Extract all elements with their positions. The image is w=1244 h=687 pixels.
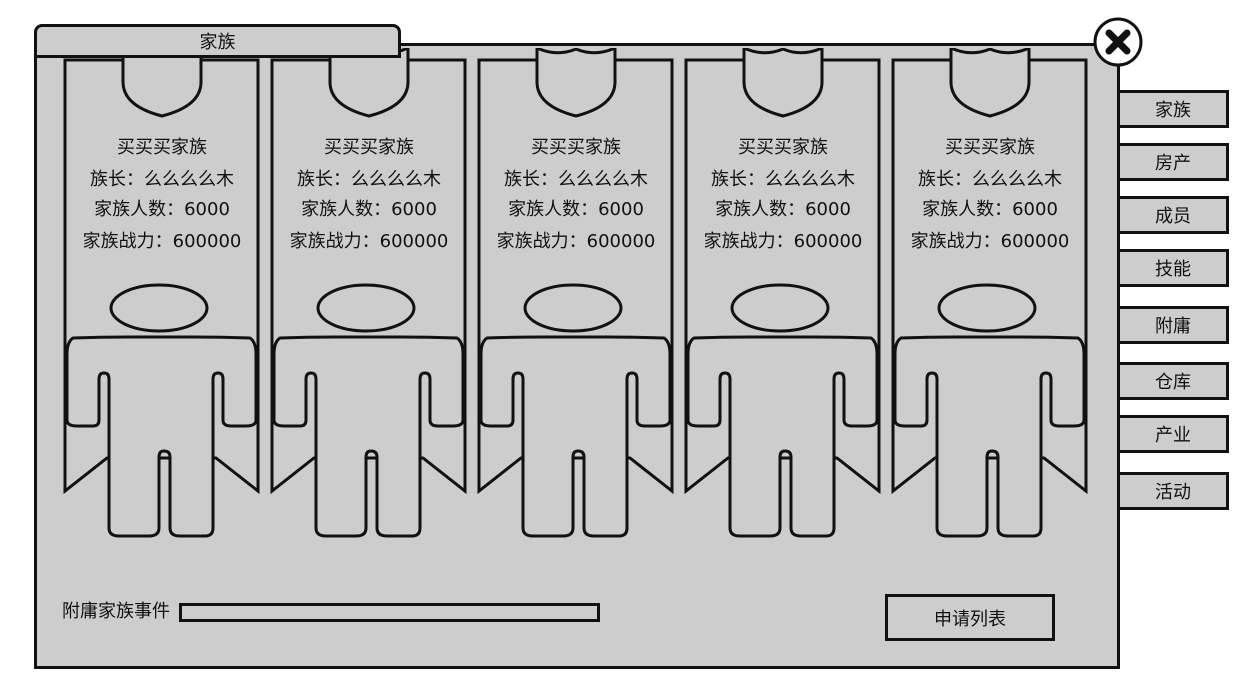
sidebar-item-warehouse[interactable]: 仓库 [1117,362,1229,400]
person-icon [65,283,258,538]
family-power: 家族战力：600000 [910,231,1070,252]
person-icon [272,283,465,538]
family-card[interactable]: 买买买家族 族长：么么么么木 家族人数：6000 家族战力：600000 [477,48,675,540]
family-leader: 族长：么么么么木 [297,169,441,190]
family-name: 买买买家族 [324,137,414,158]
family-member-count: 家族人数：6000 [301,199,437,220]
family-power: 家族战力：600000 [289,231,449,252]
family-name: 买买买家族 [738,137,828,158]
window-title: 家族 [199,32,236,53]
shield-icon [742,48,824,118]
shield-icon [949,48,1031,118]
family-card[interactable]: 买买买家族 族长：么么么么木 家族人数：6000 家族战力：600000 [891,48,1089,540]
family-power: 家族战力：600000 [703,231,863,252]
person-icon [893,283,1086,538]
apply-list-label: 申请列表 [934,608,1006,630]
sidebar-item-label: 技能 [1155,259,1191,280]
shield-icon [121,48,203,118]
sidebar-item-label: 成员 [1155,206,1191,227]
family-leader: 族长：么么么么木 [918,169,1062,190]
family-member-count: 家族人数：6000 [508,199,644,220]
sidebar-item-activity[interactable]: 活动 [1117,472,1229,510]
person-icon [686,283,879,538]
family-banner [891,48,1088,538]
close-button[interactable] [1093,17,1143,67]
sidebar-item-label: 仓库 [1155,372,1191,393]
family-member-count: 家族人数：6000 [94,199,230,220]
vassal-event-bar[interactable] [179,603,600,622]
family-banner [684,48,881,538]
window-title-tab: 家族 [34,24,401,58]
sidebar-item-label: 附庸 [1155,316,1191,337]
sidebar-item-label: 活动 [1155,482,1191,503]
family-banner [477,48,674,538]
family-name: 买买买家族 [945,137,1035,158]
sidebar-item-family[interactable]: 家族 [1117,90,1229,128]
family-leader: 族长：么么么么木 [504,169,648,190]
apply-list-button[interactable]: 申请列表 [885,594,1055,641]
family-banner [270,48,467,538]
close-icon [1093,17,1143,67]
vassal-event-label: 附庸家族事件 [62,601,170,622]
sidebar-item-label: 产业 [1155,425,1191,446]
family-power: 家族战力：600000 [82,231,242,252]
family-member-count: 家族人数：6000 [715,199,851,220]
sidebar-item-skills[interactable]: 技能 [1117,249,1229,287]
family-card[interactable]: 买买买家族 族长：么么么么木 家族人数：6000 家族战力：600000 [684,48,882,540]
family-card[interactable]: 买买买家族 族长：么么么么木 家族人数：6000 家族战力：600000 [270,48,468,540]
family-leader: 族长：么么么么木 [711,169,855,190]
family-name: 买买买家族 [117,137,207,158]
family-name: 买买买家族 [531,137,621,158]
sidebar-item-vassal[interactable]: 附庸 [1117,306,1229,344]
family-member-count: 家族人数：6000 [922,199,1058,220]
shield-icon [328,48,410,118]
sidebar-item-label: 房产 [1155,153,1191,174]
shield-icon [535,48,617,118]
family-power: 家族战力：600000 [496,231,656,252]
person-icon [479,283,672,538]
sidebar-item-industry[interactable]: 产业 [1117,415,1229,453]
family-banner [63,48,260,538]
sidebar-item-members[interactable]: 成员 [1117,196,1229,234]
family-card[interactable]: 买买买家族 族长：么么么么木 家族人数：6000 家族战力：600000 [63,48,261,540]
sidebar-item-label: 家族 [1155,100,1191,121]
family-leader: 族长：么么么么木 [90,169,234,190]
sidebar-item-property[interactable]: 房产 [1117,143,1229,181]
